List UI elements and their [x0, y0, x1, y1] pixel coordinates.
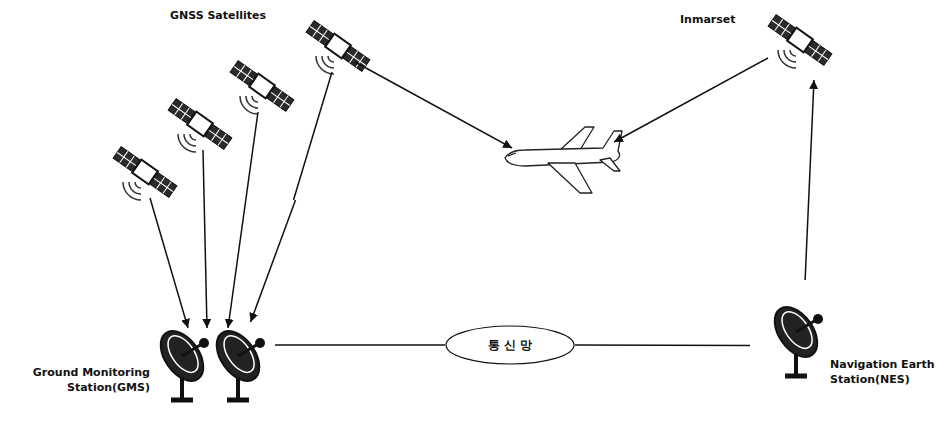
satellite-icon — [230, 60, 295, 114]
satellite-group: GNSS Satellites — [110, 5, 375, 200]
node-label: 통 신 망 — [488, 337, 532, 353]
link-line — [275, 344, 445, 346]
satellite-icon — [113, 146, 178, 200]
dish-antenna — [208, 323, 268, 400]
network-ellipse: 통 신 망 — [445, 325, 575, 365]
link-line — [575, 344, 750, 346]
signal-arrow — [251, 200, 296, 322]
signal-arrow — [805, 80, 814, 280]
node-label: Inmarset — [680, 13, 736, 28]
satellite-node: Inmarset — [670, 5, 850, 80]
satellite-icon — [768, 14, 833, 68]
node-label: Ground Monitoring Station(GMS) — [4, 366, 150, 396]
ground-station: Ground Monitoring Station(GMS) — [4, 322, 275, 418]
satellite-icon — [168, 98, 233, 152]
node-label: Navigation Earth Station(NES) — [830, 358, 938, 388]
earth-station: Navigation Earth Station(NES) — [750, 280, 940, 395]
airplane-icon — [505, 127, 622, 193]
signal-arrows — [150, 58, 768, 328]
node-label: GNSS Satellites — [170, 9, 266, 24]
ellipse-shape — [446, 326, 574, 364]
dish-antenna — [766, 299, 826, 376]
dish-antenna — [152, 323, 212, 400]
